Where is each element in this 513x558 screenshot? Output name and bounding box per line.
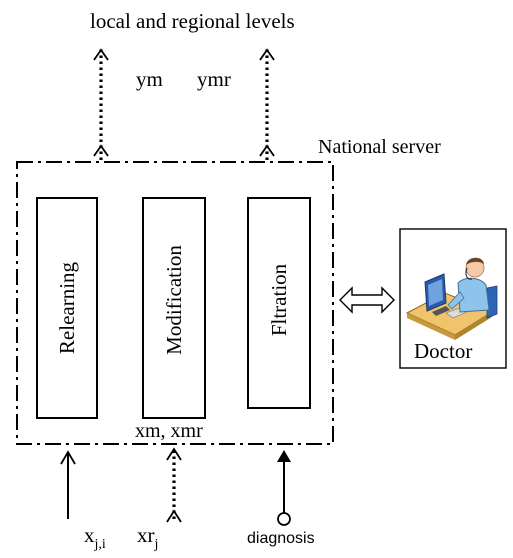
doctor-at-computer-icon — [405, 257, 498, 340]
national-server-boundary — [16, 161, 334, 445]
top-label: local and regional levels — [90, 9, 295, 33]
input-arrow-diagnosis — [277, 450, 291, 526]
output-label-ymr: ymr — [197, 67, 231, 91]
input-label-xr: xrj — [137, 523, 158, 552]
input-arrow-xr — [166, 447, 182, 523]
input-arrow-x — [60, 450, 76, 519]
server-label: National server — [318, 136, 441, 158]
output-arrow-ym — [93, 48, 109, 160]
module-label-relearning: Relearning — [55, 261, 79, 354]
doctor-label: Doctor — [414, 339, 472, 363]
inner-label: xm, xmr — [135, 420, 203, 442]
input-label-x: xj,i — [84, 523, 106, 552]
module-modification: Modification — [142, 197, 206, 419]
output-label-ym: ym — [136, 67, 163, 91]
module-label-modification: Modification — [162, 245, 186, 355]
module-label-filtration: Fltration — [267, 263, 291, 336]
double-headed-arrow-icon — [339, 286, 395, 314]
module-filtration: Fltration — [247, 197, 311, 409]
module-relearning: Relearning — [36, 197, 98, 419]
input-label-diagnosis: diagnosis — [247, 530, 315, 547]
output-arrow-ymr — [259, 48, 275, 160]
